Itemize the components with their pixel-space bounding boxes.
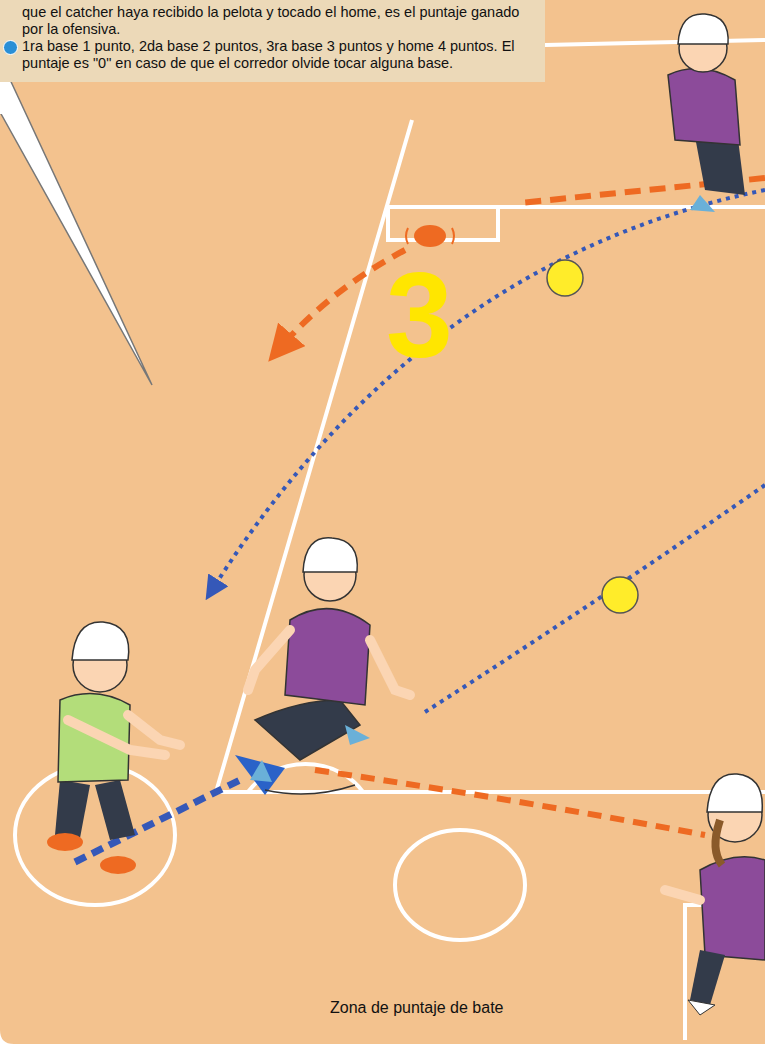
zone-label: Zona de puntaje de bate xyxy=(330,1000,503,1016)
rules-panel: que el catcher haya recibido la pelota y… xyxy=(0,0,545,82)
rule-text: que el catcher haya recibido la pelota y… xyxy=(22,4,531,38)
bullet-text: 1ra base 1 punto, 2da base 2 puntos, 3ra… xyxy=(22,38,531,72)
callout-number: 3 xyxy=(386,255,453,375)
bullet-dot xyxy=(3,40,18,55)
